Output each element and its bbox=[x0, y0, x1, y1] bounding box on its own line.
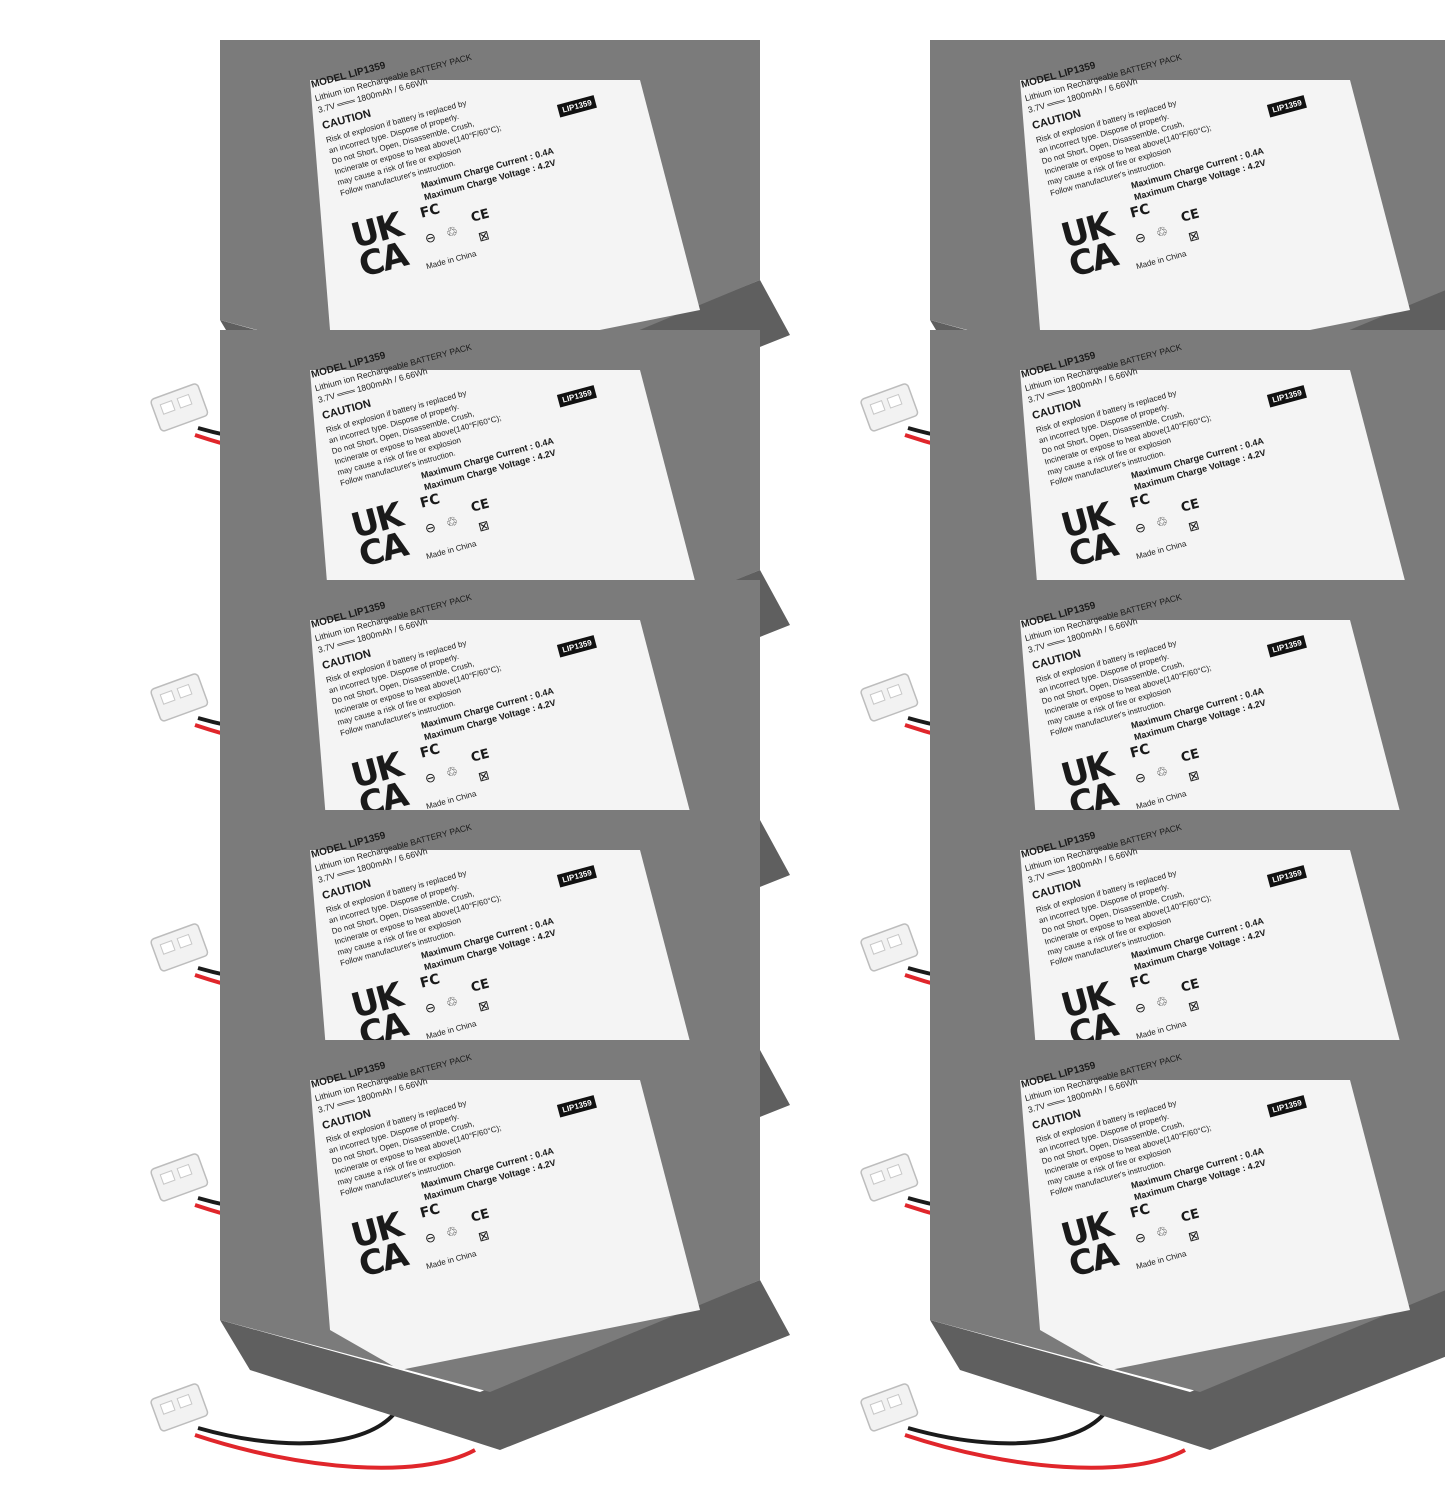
crossed-bin-icon: ⊠ bbox=[476, 227, 491, 245]
recycle-icon: ♲ bbox=[1154, 513, 1170, 531]
made-in-text: Made in China bbox=[1135, 1249, 1188, 1272]
fc-mark: FC bbox=[1128, 1201, 1152, 1222]
made-in-text: Made in China bbox=[425, 249, 478, 272]
crossed-bin-icon: ⊠ bbox=[476, 997, 491, 1015]
battery-symbol-icon: ⊖ bbox=[423, 999, 438, 1017]
model-tag: LIP1359 bbox=[556, 385, 598, 408]
battery-symbol-icon: ⊖ bbox=[1133, 769, 1148, 787]
ce-mark: CE bbox=[1179, 746, 1202, 766]
connector-plug bbox=[150, 1153, 209, 1202]
crossed-bin-icon: ⊠ bbox=[1186, 997, 1201, 1015]
battery-symbol-icon: ⊖ bbox=[1133, 229, 1148, 247]
ce-mark: CE bbox=[469, 746, 492, 766]
made-in-text: Made in China bbox=[425, 539, 478, 562]
recycle-icon: ♲ bbox=[444, 1223, 460, 1241]
fc-mark: FC bbox=[418, 741, 442, 762]
battery-case-graphic bbox=[150, 1040, 790, 1470]
fc-mark: FC bbox=[1128, 971, 1152, 992]
ce-mark: CE bbox=[469, 1206, 492, 1226]
battery-symbol-icon: ⊖ bbox=[423, 769, 438, 787]
ce-mark: CE bbox=[1179, 1206, 1202, 1226]
fc-mark: FC bbox=[418, 201, 442, 222]
battery-symbol-icon: ⊖ bbox=[1133, 999, 1148, 1017]
battery-symbol-icon: ⊖ bbox=[423, 229, 438, 247]
connector-plug bbox=[860, 1153, 919, 1202]
recycle-icon: ♲ bbox=[1154, 763, 1170, 781]
fc-mark: FC bbox=[1128, 741, 1152, 762]
fc-mark: FC bbox=[418, 971, 442, 992]
label-sticker bbox=[310, 1080, 700, 1370]
crossed-bin-icon: ⊠ bbox=[1186, 517, 1201, 535]
ce-mark: CE bbox=[469, 206, 492, 226]
fc-mark: FC bbox=[1128, 491, 1152, 512]
recycle-icon: ♲ bbox=[444, 763, 460, 781]
connector-plug bbox=[860, 673, 919, 722]
ce-mark: CE bbox=[1179, 976, 1202, 996]
connector-plug bbox=[860, 1383, 919, 1432]
ce-mark: CE bbox=[1179, 496, 1202, 516]
connector-plug bbox=[150, 383, 209, 432]
model-tag: LIP1359 bbox=[556, 1095, 598, 1118]
label-sticker bbox=[1020, 1080, 1410, 1370]
made-in-text: Made in China bbox=[1135, 249, 1188, 272]
model-tag: LIP1359 bbox=[556, 865, 598, 888]
made-in-text: Made in China bbox=[1135, 539, 1188, 562]
fc-mark: FC bbox=[418, 1201, 442, 1222]
battery-symbol-icon: ⊖ bbox=[1133, 519, 1148, 537]
model-tag: LIP1359 bbox=[556, 95, 598, 118]
recycle-icon: ♲ bbox=[1154, 1223, 1170, 1241]
battery-symbol-icon: ⊖ bbox=[1133, 1229, 1148, 1247]
battery-case-graphic bbox=[860, 1040, 1445, 1470]
crossed-bin-icon: ⊠ bbox=[476, 517, 491, 535]
connector-plug bbox=[150, 923, 209, 972]
recycle-icon: ♲ bbox=[444, 513, 460, 531]
model-tag: LIP1359 bbox=[1266, 1095, 1308, 1118]
ce-mark: CE bbox=[1179, 206, 1202, 226]
recycle-icon: ♲ bbox=[444, 993, 460, 1011]
crossed-bin-icon: ⊠ bbox=[476, 767, 491, 785]
model-tag: LIP1359 bbox=[1266, 865, 1308, 888]
crossed-bin-icon: ⊠ bbox=[1186, 227, 1201, 245]
model-tag: LIP1359 bbox=[1266, 385, 1308, 408]
connector-plug bbox=[150, 673, 209, 722]
crossed-bin-icon: ⊠ bbox=[476, 1227, 491, 1245]
connector-plug bbox=[860, 383, 919, 432]
connector-plug bbox=[860, 923, 919, 972]
connector-plug bbox=[150, 1383, 209, 1432]
battery-case-graphic bbox=[860, 40, 1445, 470]
battery-symbol-icon: ⊖ bbox=[423, 519, 438, 537]
fc-mark: FC bbox=[418, 491, 442, 512]
battery-symbol-icon: ⊖ bbox=[423, 1229, 438, 1247]
ce-mark: CE bbox=[469, 976, 492, 996]
recycle-icon: ♲ bbox=[1154, 993, 1170, 1011]
model-tag: LIP1359 bbox=[556, 635, 598, 658]
model-tag: LIP1359 bbox=[1266, 635, 1308, 658]
fc-mark: FC bbox=[1128, 201, 1152, 222]
ce-mark: CE bbox=[469, 496, 492, 516]
made-in-text: Made in China bbox=[425, 1249, 478, 1272]
recycle-icon: ♲ bbox=[444, 223, 460, 241]
label-sticker bbox=[310, 80, 700, 370]
model-tag: LIP1359 bbox=[1266, 95, 1308, 118]
crossed-bin-icon: ⊠ bbox=[1186, 1227, 1201, 1245]
label-sticker bbox=[1020, 80, 1410, 370]
crossed-bin-icon: ⊠ bbox=[1186, 767, 1201, 785]
recycle-icon: ♲ bbox=[1154, 223, 1170, 241]
